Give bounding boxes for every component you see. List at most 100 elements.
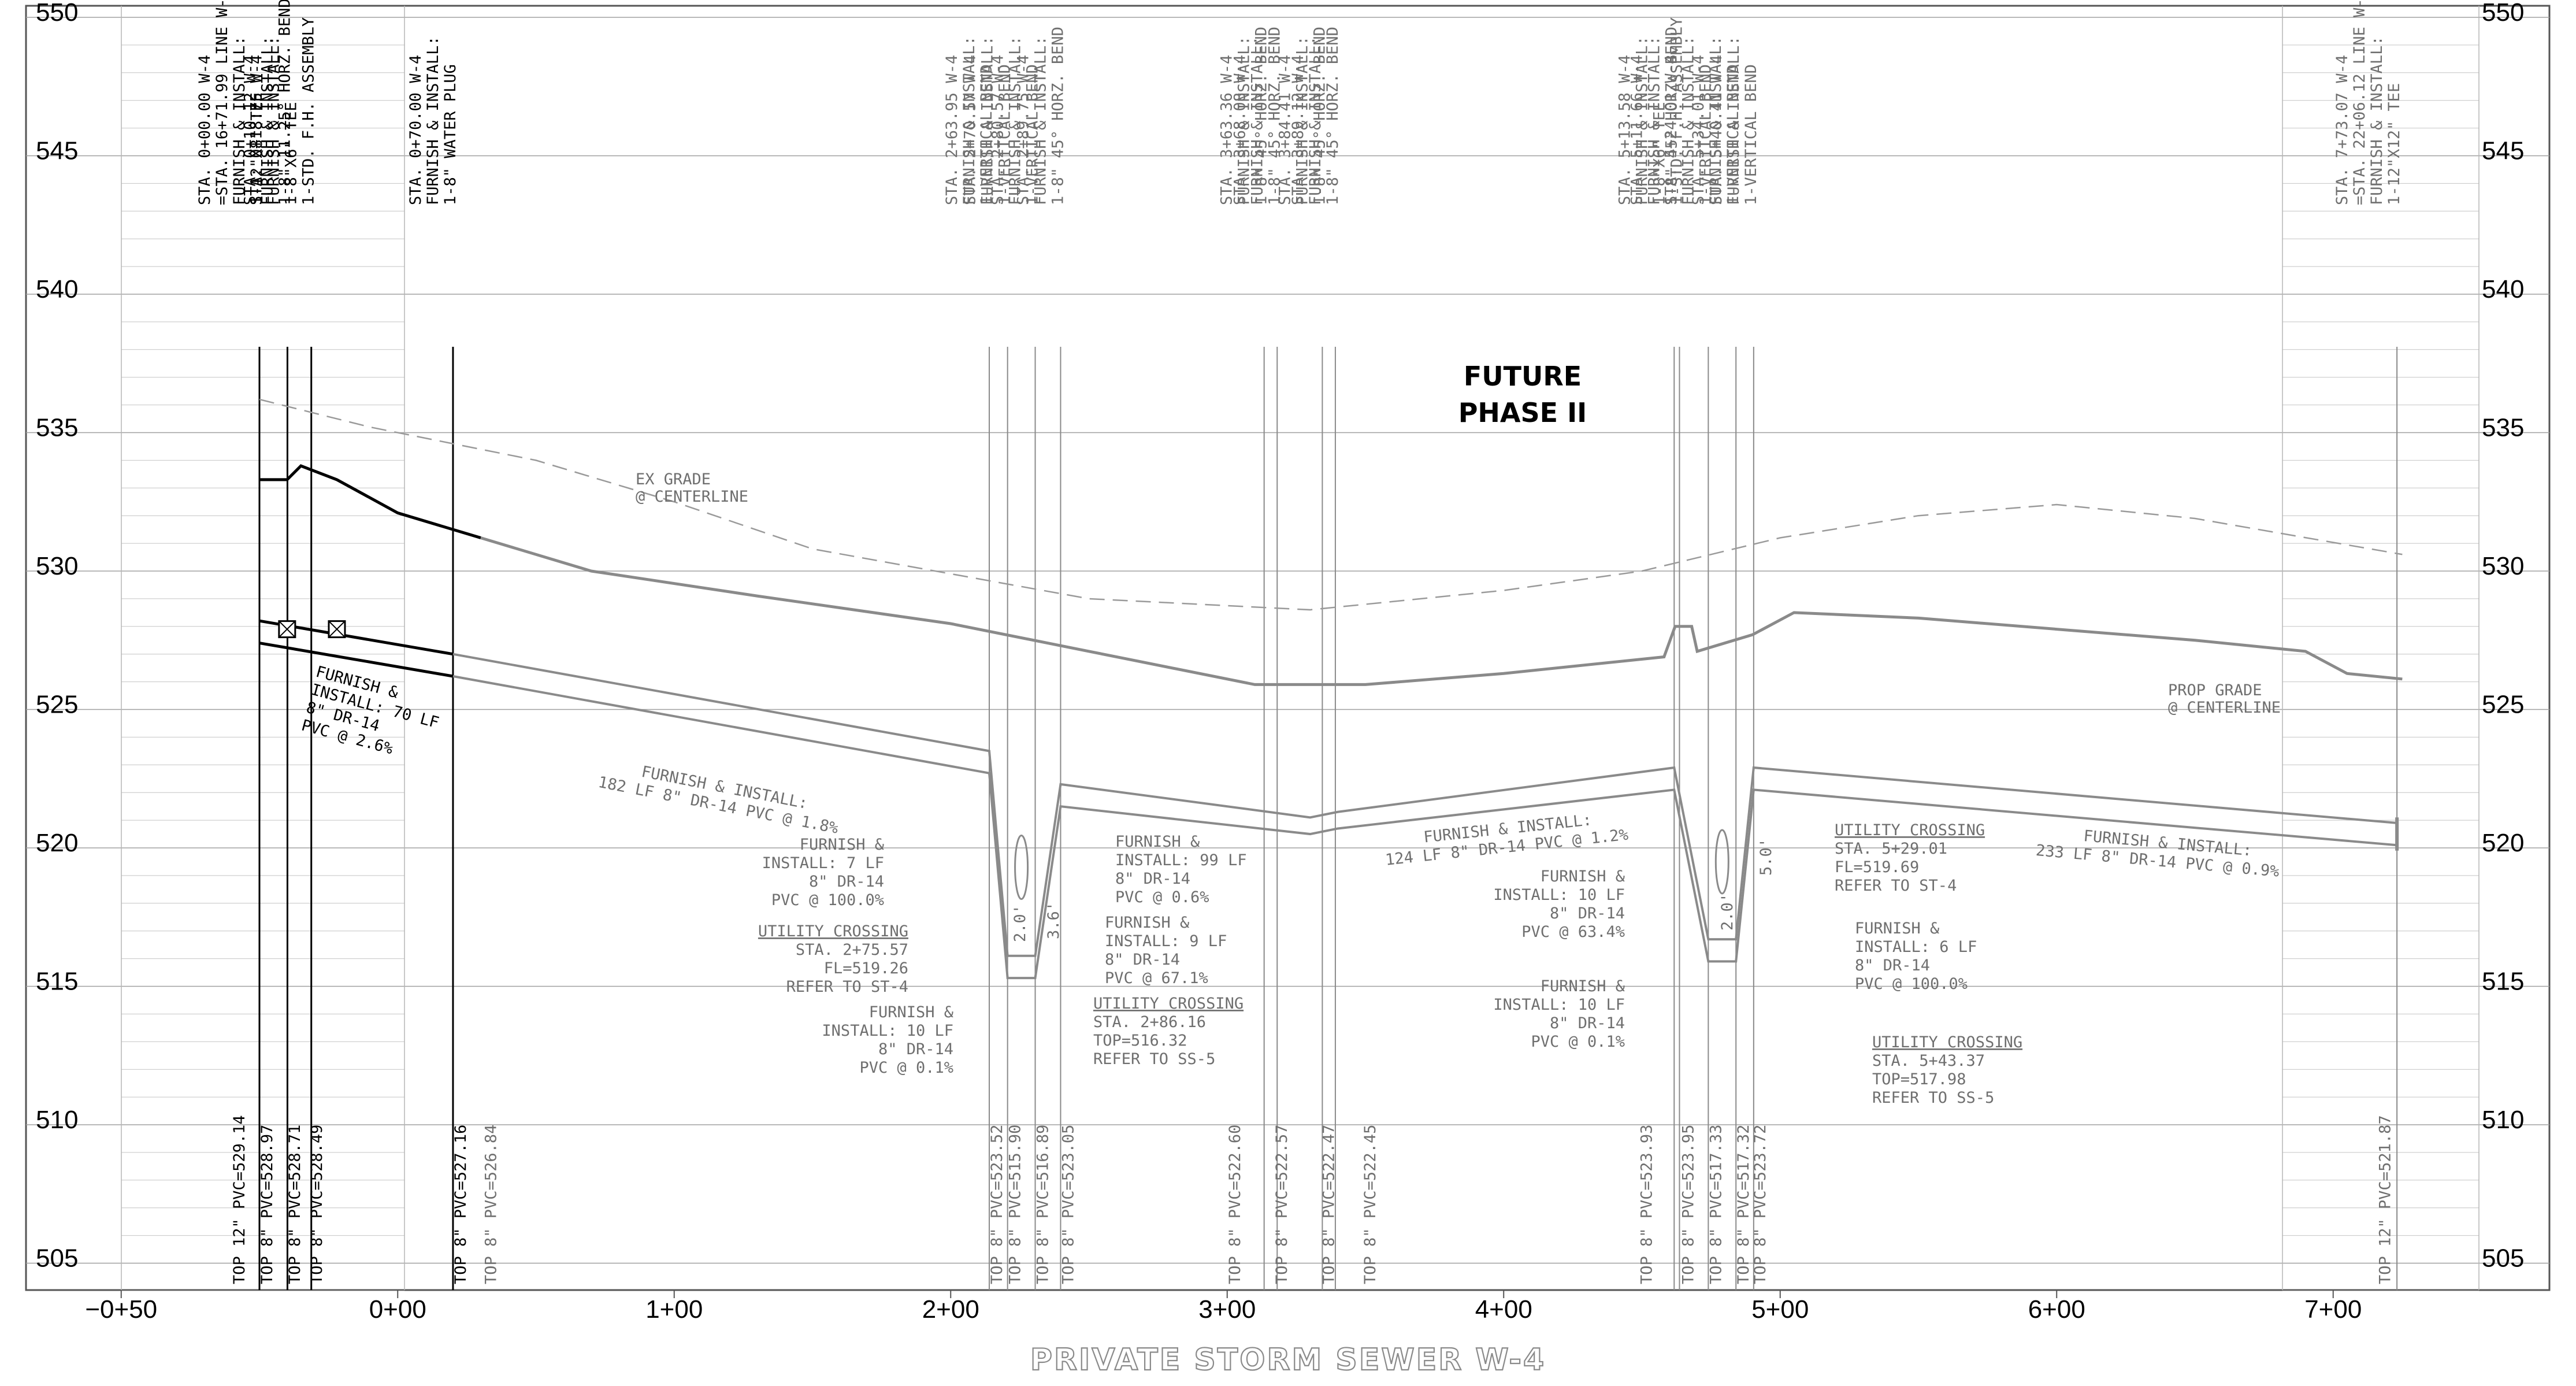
prop-grade-label-line2: @ CENTERLINE [2168, 699, 2281, 717]
elevation-label-left: 535 [36, 414, 78, 442]
fitting-callout-line: FURNISH & INSTALL: [1633, 36, 1651, 205]
pipe-top-elevation-label: TOP 8" PVC=515.90 [1007, 1125, 1025, 1284]
fitting-callout-line: FURNISH & INSTALL: [1725, 36, 1743, 205]
elevation-label-left: 515 [36, 968, 78, 996]
dim-label-4: 5.0' [1757, 838, 1775, 876]
svg-text:FURNISH &: FURNISH & [800, 836, 885, 854]
pipe-top-elevation-label: TOP 8" PVC=523.05 [1059, 1125, 1077, 1284]
fitting-callout-line: FURNISH & INSTALL: [1235, 36, 1253, 205]
pipe-top-elevation-label: TOP 8" PVC=523.93 [1638, 1125, 1656, 1284]
dim-label-1: 2.0' [1011, 905, 1029, 942]
svg-text:STA. 2+86.16: STA. 2+86.16 [1093, 1013, 1206, 1031]
fitting-callout-line: 1-VERTICAL BEND [1724, 64, 1742, 205]
svg-text:UTILITY CROSSING: UTILITY CROSSING [1093, 995, 1244, 1013]
station-label: 1+00 [645, 1295, 703, 1324]
svg-text:8" DR-14: 8" DR-14 [1855, 957, 1930, 974]
profile-grid [25, 5, 2551, 1291]
pipe-note-182lf: FURNISH & INSTALL: 182 LF 8" DR-14 PVC @… [597, 763, 840, 837]
svg-text:FURNISH &: FURNISH & [1855, 920, 1940, 937]
profile-frame [25, 5, 2551, 1291]
pipe-note-70lf: FURNISH & INSTALL: 70 LF 8" DR-14 PVC @ … [299, 663, 440, 758]
fitting-callout-line: 1-VERTICAL BEND [996, 64, 1014, 205]
phase-label-line1: FUTURE [1464, 361, 1582, 392]
pipe-top-line [259, 620, 2397, 957]
fitting-callout-line: 1-8"X6" TEE [1650, 102, 1668, 205]
svg-text:8" DR-14: 8" DR-14 [1550, 1014, 1625, 1032]
fitting-callout-line: FURNISH & INSTALL: [1293, 36, 1311, 205]
fitting-callout-line: STA. 2+70.57 W-4 [962, 55, 979, 205]
fitting-callout-line: STA. 5+34.01 W-4 [1690, 55, 1708, 205]
pipe-top-elevation-label: TOP 8" PVC=523.72 [1751, 1125, 1769, 1284]
fitting-callout: STA. 5+34.01 W-4 FURNISH & INSTALL:1-VERT… [1690, 36, 1742, 205]
pipe-bottom-dark-segment [259, 642, 454, 678]
fitting-callout-line: FURNISH & INSTALL: [1306, 36, 1324, 205]
fitting-callout-line: 1-8" 11.25° HORZ. BEND [276, 0, 294, 205]
fitting-callout-line: 1-8" 45° HORZ. BEND [1324, 27, 1342, 205]
svg-text:INSTALL: 9 LF: INSTALL: 9 LF [1105, 932, 1227, 950]
elevation-label-left: 530 [36, 552, 78, 580]
elevation-label-right: 520 [2482, 829, 2524, 857]
pipe-top-elevation-label: TOP 8" PVC=517.32 [1735, 1125, 1753, 1284]
svg-text:TOP=517.98: TOP=517.98 [1872, 1070, 1966, 1088]
svg-text:FURNISH &: FURNISH & [869, 1003, 954, 1021]
pipe-top-elevation-label: TOP 8" PVC=523.52 [988, 1125, 1006, 1284]
svg-text:8" DR-14: 8" DR-14 [1550, 905, 1625, 922]
fitting-callout-line: FURNISH & INSTALL: [1679, 36, 1697, 205]
svg-text:FURNISH &: FURNISH & [1541, 868, 1625, 885]
svg-text:FURNISH &: FURNISH & [1541, 977, 1625, 995]
elevation-label-right: 525 [2482, 691, 2524, 719]
fitting-callout-line: FURNISH & INSTALL: [979, 36, 997, 205]
pipe-note-124lf: FURNISH & INSTALL: 124 LF 8" DR-14 PVC @… [1384, 811, 1630, 869]
pipe-note-10lf-c: FURNISH & INSTALL: 10 LF 8" DR-14 PVC @ … [1493, 977, 1625, 1051]
fitting-callout-line: STA. 2+89.75 W-4 [1014, 55, 1032, 205]
elevation-label-left: 520 [36, 829, 78, 857]
pipe-top-elevation-label: TOP 8" PVC=516.89 [1034, 1125, 1052, 1284]
pipe-note-7lf: FURNISH & INSTALL: 7 LF 8" DR-14 PVC @ 1… [762, 836, 885, 909]
fitting-callout-line: STA. 0+70.00 W-4 [407, 55, 425, 205]
utility-crossing-3: UTILITY CROSSING STA. 5+29.01 FL=519.69 … [1835, 821, 1985, 895]
proposed-grade-dark-segment [259, 464, 481, 539]
svg-text:PVC @ 63.4%: PVC @ 63.4% [1521, 923, 1625, 941]
svg-text:8" DR-14: 8" DR-14 [1115, 870, 1190, 888]
fitting-callout-line: 1-12"X12" TEE [2385, 83, 2403, 205]
ex-grade-label-line2: @ CENTERLINE [636, 488, 748, 506]
station-label: 6+00 [2028, 1295, 2085, 1324]
fitting-callout-line: 1-8" 45° HORZ. BEND [1662, 27, 1680, 205]
svg-text:REFER TO ST-4: REFER TO ST-4 [1835, 877, 1957, 895]
pipe-top-elevation-label: TOP 8" PVC=517.33 [1707, 1125, 1725, 1284]
utility-crossing-1: UTILITY CROSSING STA. 2+75.57 FL=519.26 … [758, 922, 908, 996]
elevation-label-right: 550 [2482, 0, 2524, 27]
fitting-callout-line: STA. 0+00.00 W-4 [196, 55, 214, 205]
elevation-label-right: 540 [2482, 275, 2524, 303]
fitting-symbol-cross [328, 620, 346, 638]
elevation-label-left: 510 [36, 1106, 78, 1134]
pipe-top-elevation-label: TOP 8" PVC=522.45 [1361, 1125, 1379, 1284]
fitting-callout-line: FURNISH & INSTALL: [231, 36, 248, 205]
fitting-callout-line: =STA. 16+71.99 LINE W-1 [213, 0, 231, 205]
existing-grade-line [259, 398, 2403, 611]
fitting-callout-line: FURNISH & INSTALL: [1248, 36, 1266, 205]
svg-text:UTILITY CROSSING: UTILITY CROSSING [1835, 821, 1985, 839]
elevation-label-left: 540 [36, 275, 78, 303]
fitting-callout-line: FURNISH & INSTALL: [960, 36, 978, 205]
pipe-top-elevation-label: TOP 8" PVC=523.95 [1679, 1125, 1697, 1284]
svg-text:STA. 5+29.01: STA. 5+29.01 [1835, 840, 1947, 858]
phase-label-line2: PHASE II [1458, 397, 1587, 428]
fitting-callout-line: 1-STD. F.H. ASSEMBLY [300, 17, 318, 205]
station-label: 0+00 [369, 1295, 426, 1324]
fitting-callout-line: 1-8" 45° HORZ. BEND [1311, 27, 1328, 205]
pipe-note-10lf-b: FURNISH & INSTALL: 10 LF 8" DR-14 PVC @ … [1493, 868, 1625, 941]
fitting-callout-line: STA. 3+63.36 W-4 [1218, 55, 1236, 205]
dim-label-3: 2.0' [1718, 893, 1736, 931]
fitting-callout-line: 1-VERTICAL BEND [978, 64, 996, 205]
pipe-top-elevation-label: TOP 8" PVC=522.60 [1226, 1125, 1244, 1284]
